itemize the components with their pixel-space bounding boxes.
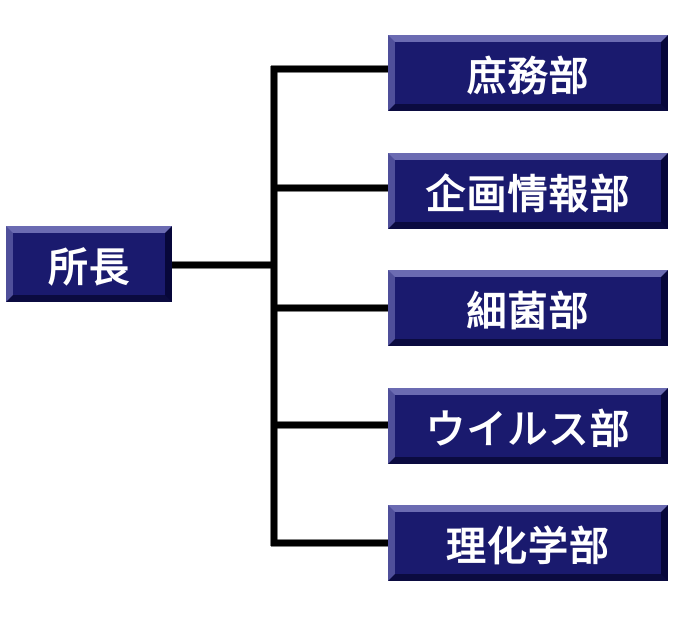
head-label: 所長 [48, 245, 130, 291]
department-box-bacteriology: 細菌部 [388, 270, 668, 346]
department-label: 庶務部 [466, 54, 590, 100]
department-label: ウイルス部 [425, 407, 631, 453]
department-label: 企画情報部 [425, 172, 631, 218]
department-box-physical-chemistry: 理化学部 [388, 505, 668, 581]
department-label: 細菌部 [466, 289, 590, 335]
department-label: 理化学部 [446, 524, 610, 570]
department-box-planning-information: 企画情報部 [388, 153, 668, 229]
department-box-virology: ウイルス部 [388, 388, 668, 464]
department-box-general-affairs: 庶務部 [388, 35, 668, 111]
head-box: 所長 [6, 226, 172, 302]
